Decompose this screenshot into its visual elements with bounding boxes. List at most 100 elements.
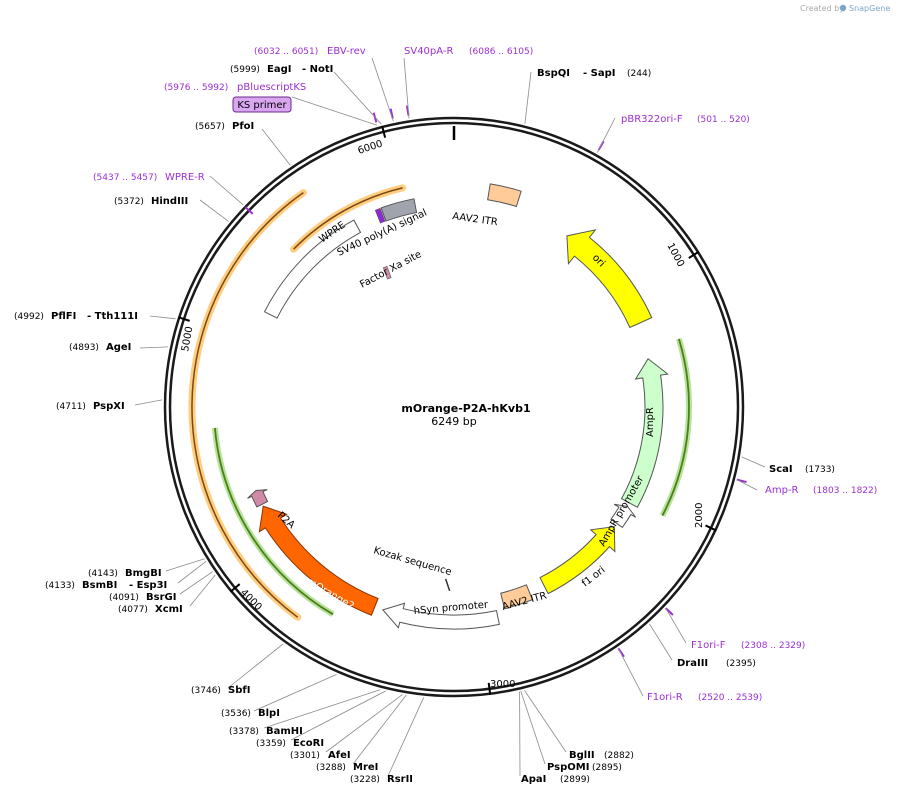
enzyme-name: MreI (353, 762, 378, 773)
plasmid-name: mOrange-P2A-hKvb1 (401, 402, 530, 415)
primer-position: (2520 .. 2539) (698, 693, 762, 703)
tick-mark (229, 583, 241, 593)
leader-line (741, 456, 766, 468)
enzyme-position: (3746) (191, 686, 221, 696)
hsyn-promoter-feature (381, 602, 500, 630)
leader-line (177, 560, 207, 584)
enzyme-position: (2899) (560, 775, 590, 785)
primer-name: F1ori-F (691, 640, 726, 651)
tick-mark (487, 682, 492, 695)
enzyme-position: (3288) (316, 763, 346, 773)
leader-lines-layer (134, 57, 766, 777)
enzyme-position: (4711) (56, 402, 86, 412)
backbone-inner-ring (168, 121, 740, 693)
leader-line (387, 697, 425, 777)
primer-name: pBluescriptKS (237, 82, 306, 93)
enzyme-position: (2395) (726, 659, 756, 669)
p2a-feature (247, 489, 269, 508)
f1-ori-feature (539, 526, 616, 595)
ks-primer-box (232, 96, 292, 113)
tick-mark (688, 250, 700, 259)
leader-line (199, 199, 229, 222)
wpre-highlight-line (293, 187, 403, 250)
tick-label-5000: 5000 (180, 326, 195, 353)
leader-line (261, 128, 291, 166)
primer-name: EBV-rev (327, 46, 366, 57)
enzyme-suffix: - Esp3I (129, 580, 167, 591)
leader-line (524, 690, 567, 753)
primer-site-feature (374, 207, 386, 224)
enzyme-position: (5657) (195, 122, 225, 132)
leader-line (290, 690, 386, 741)
enzyme-position: (4091) (109, 593, 139, 603)
enzyme-name: BamHI (266, 726, 303, 737)
leader-line (649, 623, 673, 661)
enzyme-name: BspQI (537, 68, 570, 79)
backbone-outer-ring (163, 116, 745, 698)
credit-brand: SnapGene (849, 4, 890, 13)
leader-line (165, 558, 205, 572)
leader-line (325, 694, 403, 753)
leader-line (227, 643, 284, 689)
ks-primer-label: KS primer (237, 100, 287, 111)
enzyme-position: (2882) (604, 751, 634, 761)
leader-line (149, 315, 176, 320)
enzyme-position: (4143) (88, 569, 118, 579)
leader-line (189, 574, 216, 607)
ampr-orf-line (661, 338, 690, 517)
features-layer (247, 183, 669, 630)
enzyme-position: (5999) (230, 65, 260, 75)
leader-line (403, 57, 410, 119)
enzyme-position: (3228) (350, 775, 380, 785)
primer-mark (244, 206, 254, 215)
enzyme-name: XcmI (155, 604, 183, 615)
tick-label-6000: 6000 (357, 139, 385, 157)
enzyme-position: (3301) (290, 751, 320, 761)
primer-name: F1ori-R (647, 692, 683, 703)
enzyme-name: BsrGI (146, 592, 176, 603)
primer-position: (5976 .. 5992) (164, 83, 228, 93)
primer-mark (389, 108, 394, 119)
enzyme-labels: BspQI - SapI (244) ScaI (1733) DraIII (2… (14, 64, 835, 785)
enzyme-name: SbfI (228, 685, 250, 696)
enzyme-name: ApaI (521, 774, 546, 785)
morange2-feature (258, 505, 379, 616)
tick-mark (381, 125, 387, 138)
tick-label-2000: 2000 (694, 503, 705, 528)
wpre-feature (263, 219, 362, 319)
leader-line (179, 571, 214, 595)
enzyme-position: (244) (627, 69, 651, 79)
leader-line (291, 96, 378, 126)
leader-line (134, 399, 163, 406)
leader-line (520, 691, 546, 765)
primer-name: Amp-R (765, 485, 799, 496)
enzyme-position: (3359) (256, 739, 286, 749)
enzyme-name: DraIII (677, 658, 708, 669)
enzyme-suffix: - NotI (302, 64, 333, 75)
tick-mark (705, 524, 717, 532)
primer-name: SV40pA-R (404, 46, 453, 57)
leader-line (524, 71, 532, 124)
ori-feature (566, 229, 653, 329)
primer-name: pBR322ori-F (621, 114, 683, 125)
tick-label-1000: 1000 (664, 241, 686, 269)
ampr-promoter-label: AmpR promoter (597, 473, 647, 548)
primer-position: (6032 .. 6051) (254, 47, 318, 57)
leader-line (139, 346, 169, 349)
leader-line (352, 694, 407, 765)
ampr-label: AmpR (645, 407, 656, 437)
enzyme-name: AgeI (106, 342, 131, 353)
primer-position: (501 .. 520) (697, 115, 750, 125)
primer-position: (2308 .. 2329) (741, 641, 805, 651)
enzyme-position: (2895) (592, 763, 622, 773)
enzyme-name: ScaI (769, 464, 793, 475)
sv40-polya-feature (380, 198, 418, 222)
enzyme-position: (4893) (69, 343, 99, 353)
enzyme-position: (3536) (221, 709, 251, 719)
leader-line (209, 175, 244, 206)
kozak-feature (444, 578, 451, 592)
leader-line (617, 648, 644, 697)
factor-xa-feature (382, 265, 392, 280)
tick-mark (177, 316, 190, 322)
enzyme-name: EagI (267, 64, 291, 75)
